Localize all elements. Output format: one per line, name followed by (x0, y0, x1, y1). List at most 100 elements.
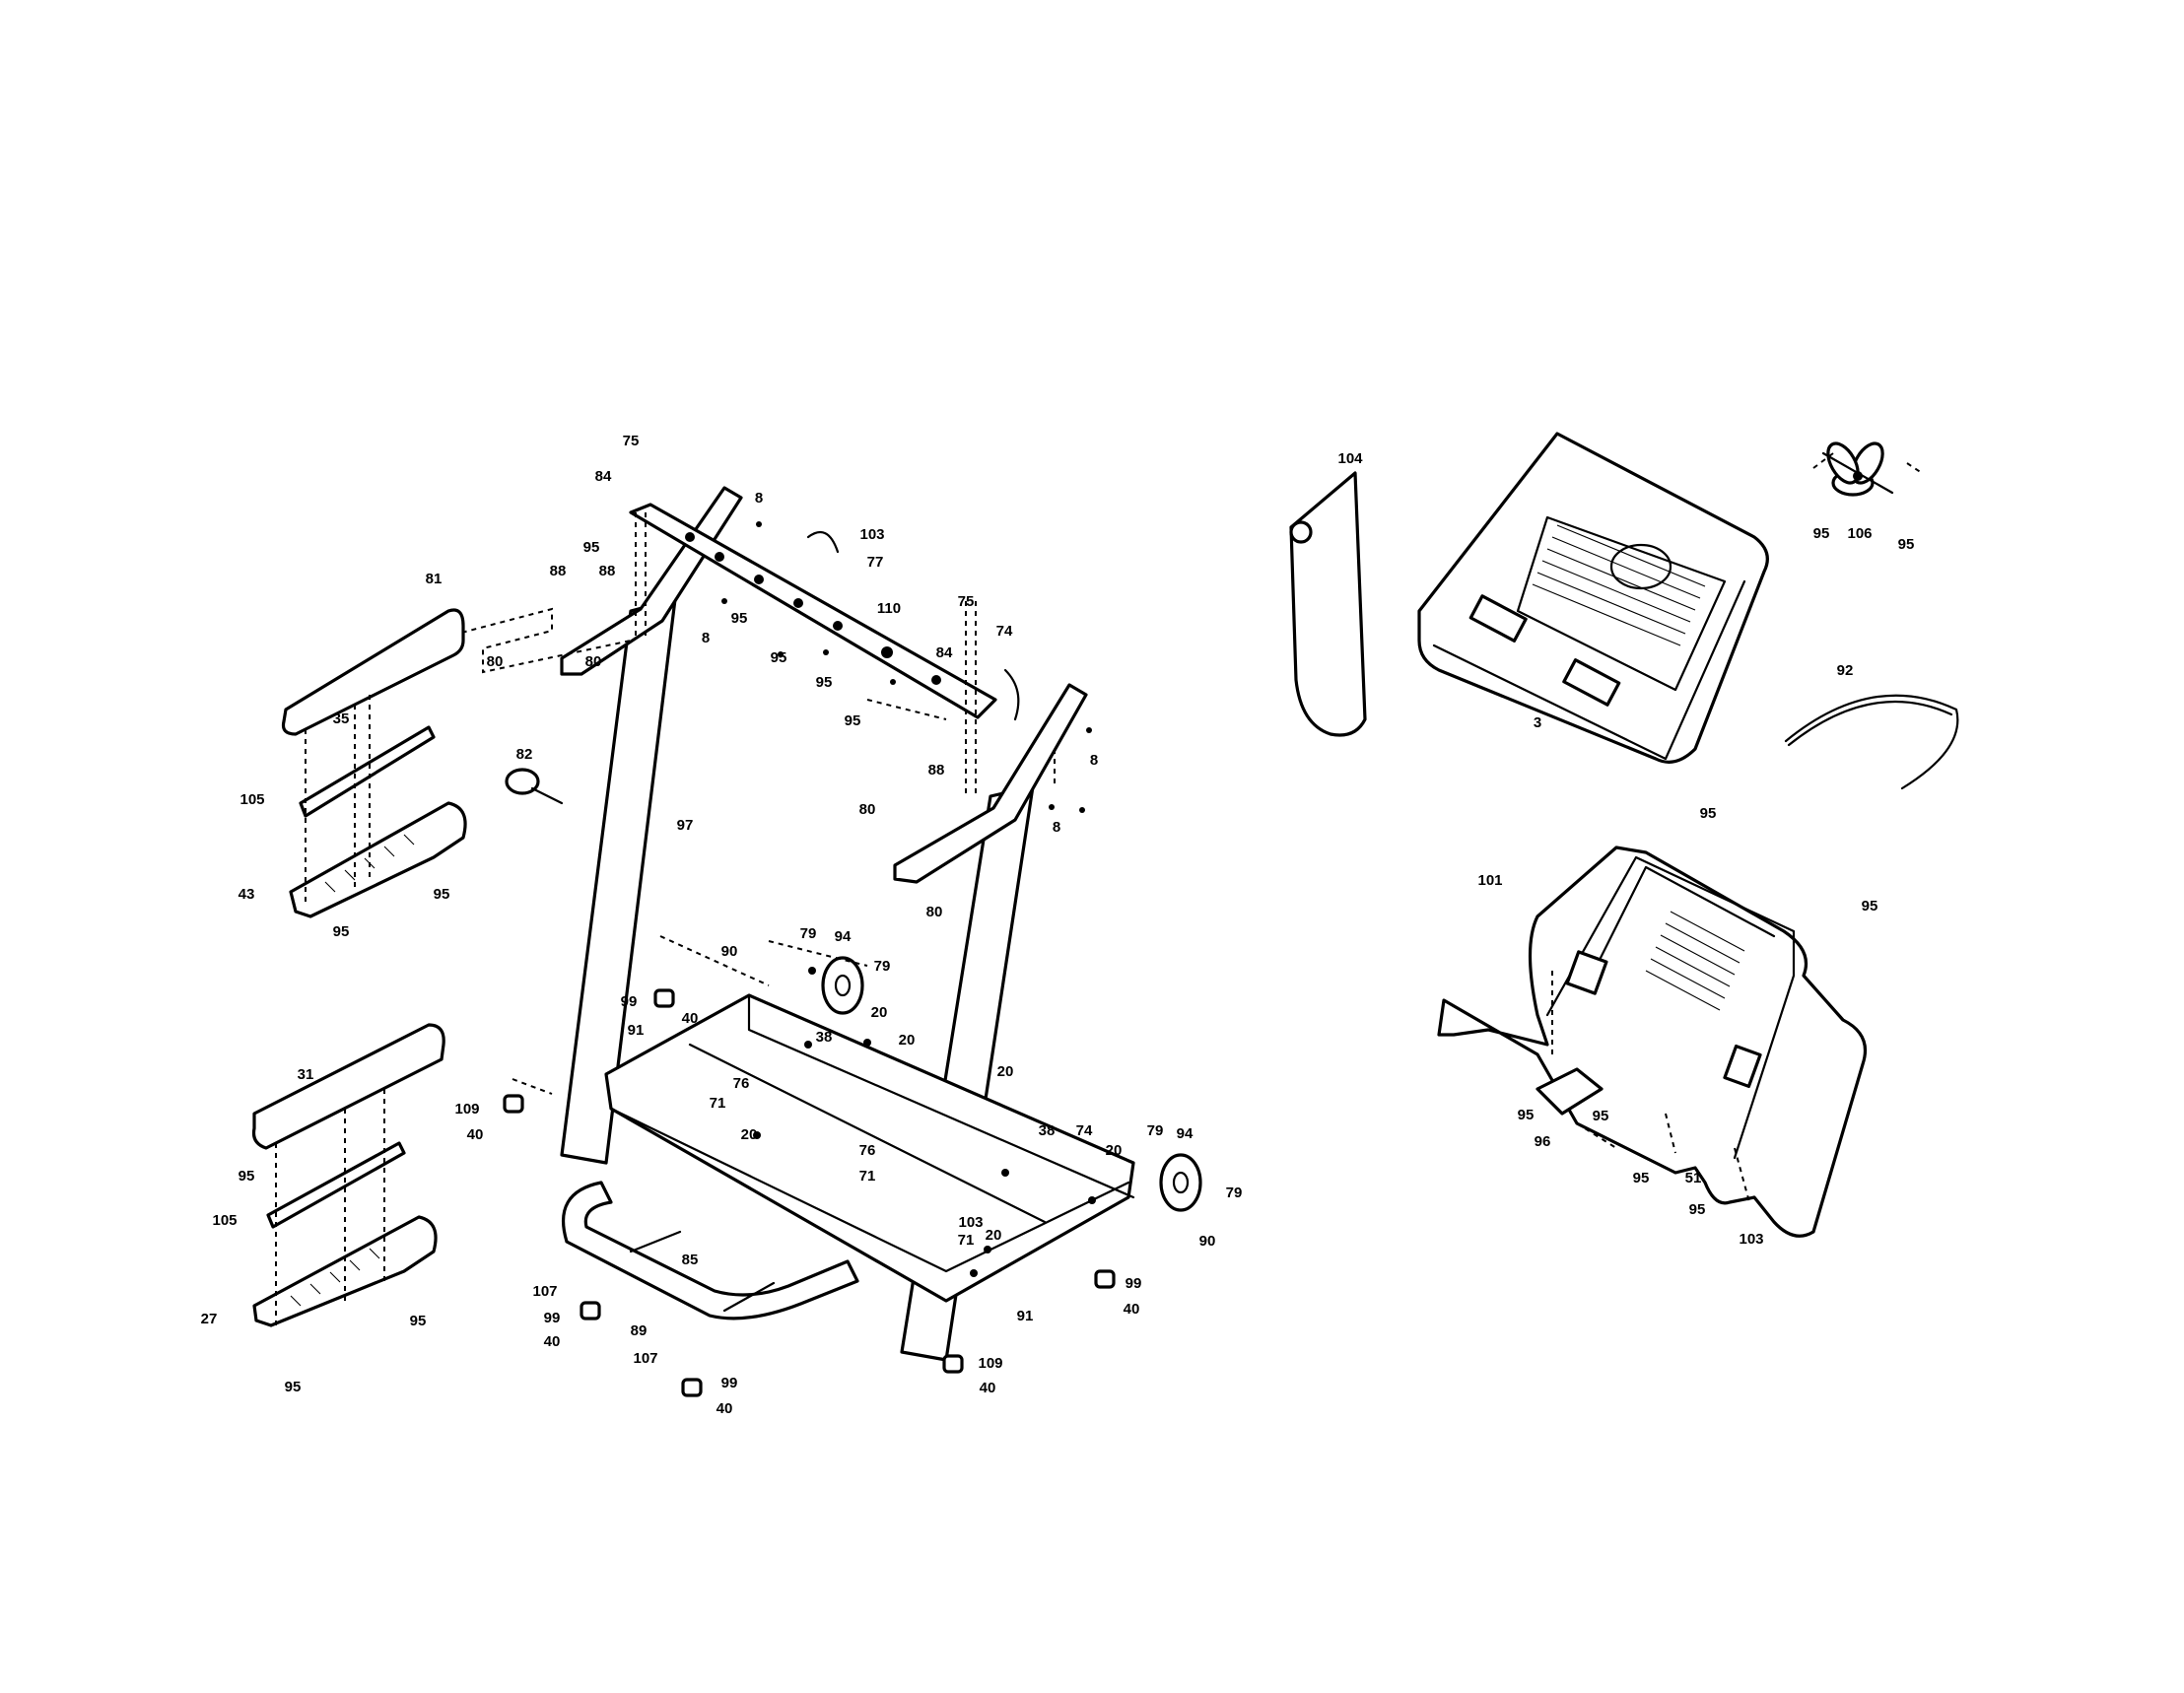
part-label-79: 79 (800, 925, 817, 942)
part-label-40: 40 (717, 1400, 733, 1417)
part-label-79: 79 (874, 958, 891, 975)
part-label-31: 31 (298, 1066, 314, 1083)
part-label-95: 95 (333, 923, 350, 940)
part-label-8: 8 (702, 630, 710, 646)
part-label-91: 91 (1017, 1308, 1034, 1324)
part-label-80: 80 (859, 801, 876, 818)
part-label-103: 103 (958, 1214, 983, 1231)
part-label-71: 71 (958, 1232, 975, 1249)
bracket-96 (1536, 1067, 1604, 1116)
handrail-cover-43 (289, 801, 467, 918)
part-label-95: 95 (1518, 1107, 1535, 1123)
part-label-97: 97 (677, 817, 694, 834)
part-label-20: 20 (986, 1227, 1002, 1244)
left-handrail-upper (281, 608, 467, 918)
part-label-104: 104 (1337, 450, 1363, 467)
wire-92 (1784, 694, 1959, 790)
part-label-40: 40 (682, 1010, 699, 1027)
bracket-104 (1289, 471, 1367, 737)
part-label-99: 99 (1126, 1275, 1142, 1292)
part-label-101: 101 (1477, 872, 1502, 889)
part-label-89: 89 (631, 1322, 648, 1339)
handrail-31 (251, 1023, 445, 1150)
part-label-76: 76 (859, 1142, 876, 1159)
part-label-8: 8 (755, 490, 763, 507)
fan-106 (1821, 441, 1894, 497)
part-label-20: 20 (899, 1032, 916, 1049)
part-label-95: 95 (583, 539, 600, 556)
part-label-81: 81 (426, 571, 443, 587)
part-label-107: 107 (532, 1283, 557, 1300)
knob-82 (505, 768, 540, 795)
wheel-94-right (1159, 1153, 1202, 1212)
part-label-38: 38 (816, 1029, 833, 1046)
part-label-95: 95 (845, 712, 861, 729)
part-label-74: 74 (996, 623, 1013, 640)
part-label-88: 88 (550, 563, 567, 579)
part-label-27: 27 (201, 1311, 218, 1327)
leveling-feet (503, 988, 1116, 1397)
part-label-82: 82 (516, 746, 533, 763)
part-label-95: 95 (1898, 536, 1915, 553)
part-label-80: 80 (585, 653, 602, 670)
part-label-76: 76 (733, 1075, 750, 1092)
wheel-94-left (821, 956, 864, 1015)
part-label-71: 71 (859, 1168, 876, 1185)
part-label-95: 95 (410, 1313, 427, 1329)
part-label-20: 20 (871, 1004, 888, 1021)
right-upright-arm (893, 683, 1088, 884)
part-label-85: 85 (682, 1252, 699, 1268)
part-label-95: 95 (285, 1379, 302, 1395)
foot-rail-89 (562, 1181, 859, 1321)
part-label-95: 95 (1593, 1108, 1609, 1124)
fasteners (721, 521, 1096, 1277)
upright-frame-assembly (423, 486, 1202, 1397)
part-label-40: 40 (544, 1333, 561, 1350)
part-label-90: 90 (1199, 1233, 1216, 1250)
part-label-20: 20 (741, 1126, 758, 1143)
hood-vent (1645, 911, 1745, 1011)
part-label-20: 20 (1106, 1142, 1123, 1159)
motor-hood-101 (1437, 846, 1868, 1238)
part-label-90: 90 (721, 943, 738, 960)
console-grille (1532, 524, 1706, 646)
part-label-95: 95 (1862, 898, 1878, 914)
crossbar-holes (685, 532, 941, 685)
part-label-8: 8 (1090, 752, 1098, 769)
part-label-79: 79 (1226, 1185, 1243, 1201)
part-label-35: 35 (333, 711, 350, 727)
part-label-109: 109 (454, 1101, 479, 1117)
part-label-94: 94 (1177, 1125, 1194, 1142)
part-label-51: 51 (1685, 1170, 1702, 1186)
part-label-43: 43 (239, 886, 255, 903)
part-label-105: 105 (239, 791, 264, 808)
part-label-109: 109 (978, 1355, 1002, 1372)
part-label-95: 95 (1700, 805, 1717, 822)
part-label-79: 79 (1147, 1122, 1164, 1139)
part-label-74: 74 (1076, 1122, 1093, 1139)
part-label-95: 95 (771, 649, 787, 666)
part-label-88: 88 (599, 563, 616, 579)
console-3 (1417, 432, 1769, 764)
part-label-106: 106 (1847, 525, 1872, 542)
part-label-38: 38 (1039, 1122, 1056, 1139)
part-label-3: 3 (1534, 714, 1541, 731)
part-label-107: 107 (633, 1350, 657, 1367)
part-label-96: 96 (1535, 1133, 1551, 1150)
part-label-40: 40 (467, 1126, 484, 1143)
part-label-80: 80 (487, 653, 504, 670)
part-label-91: 91 (628, 1022, 645, 1039)
part-label-103: 103 (1739, 1231, 1763, 1248)
part-label-40: 40 (980, 1380, 996, 1396)
part-label-92: 92 (1837, 662, 1854, 679)
handrail-81 (281, 608, 465, 736)
part-label-80: 80 (926, 904, 943, 920)
rail-105-upper (299, 725, 436, 818)
bolt-85 (629, 1230, 682, 1253)
part-label-95: 95 (731, 610, 748, 627)
left-handrail-lower (251, 1023, 445, 1327)
part-label-84: 84 (595, 468, 612, 485)
part-label-94: 94 (835, 928, 852, 945)
part-label-99: 99 (544, 1310, 561, 1326)
